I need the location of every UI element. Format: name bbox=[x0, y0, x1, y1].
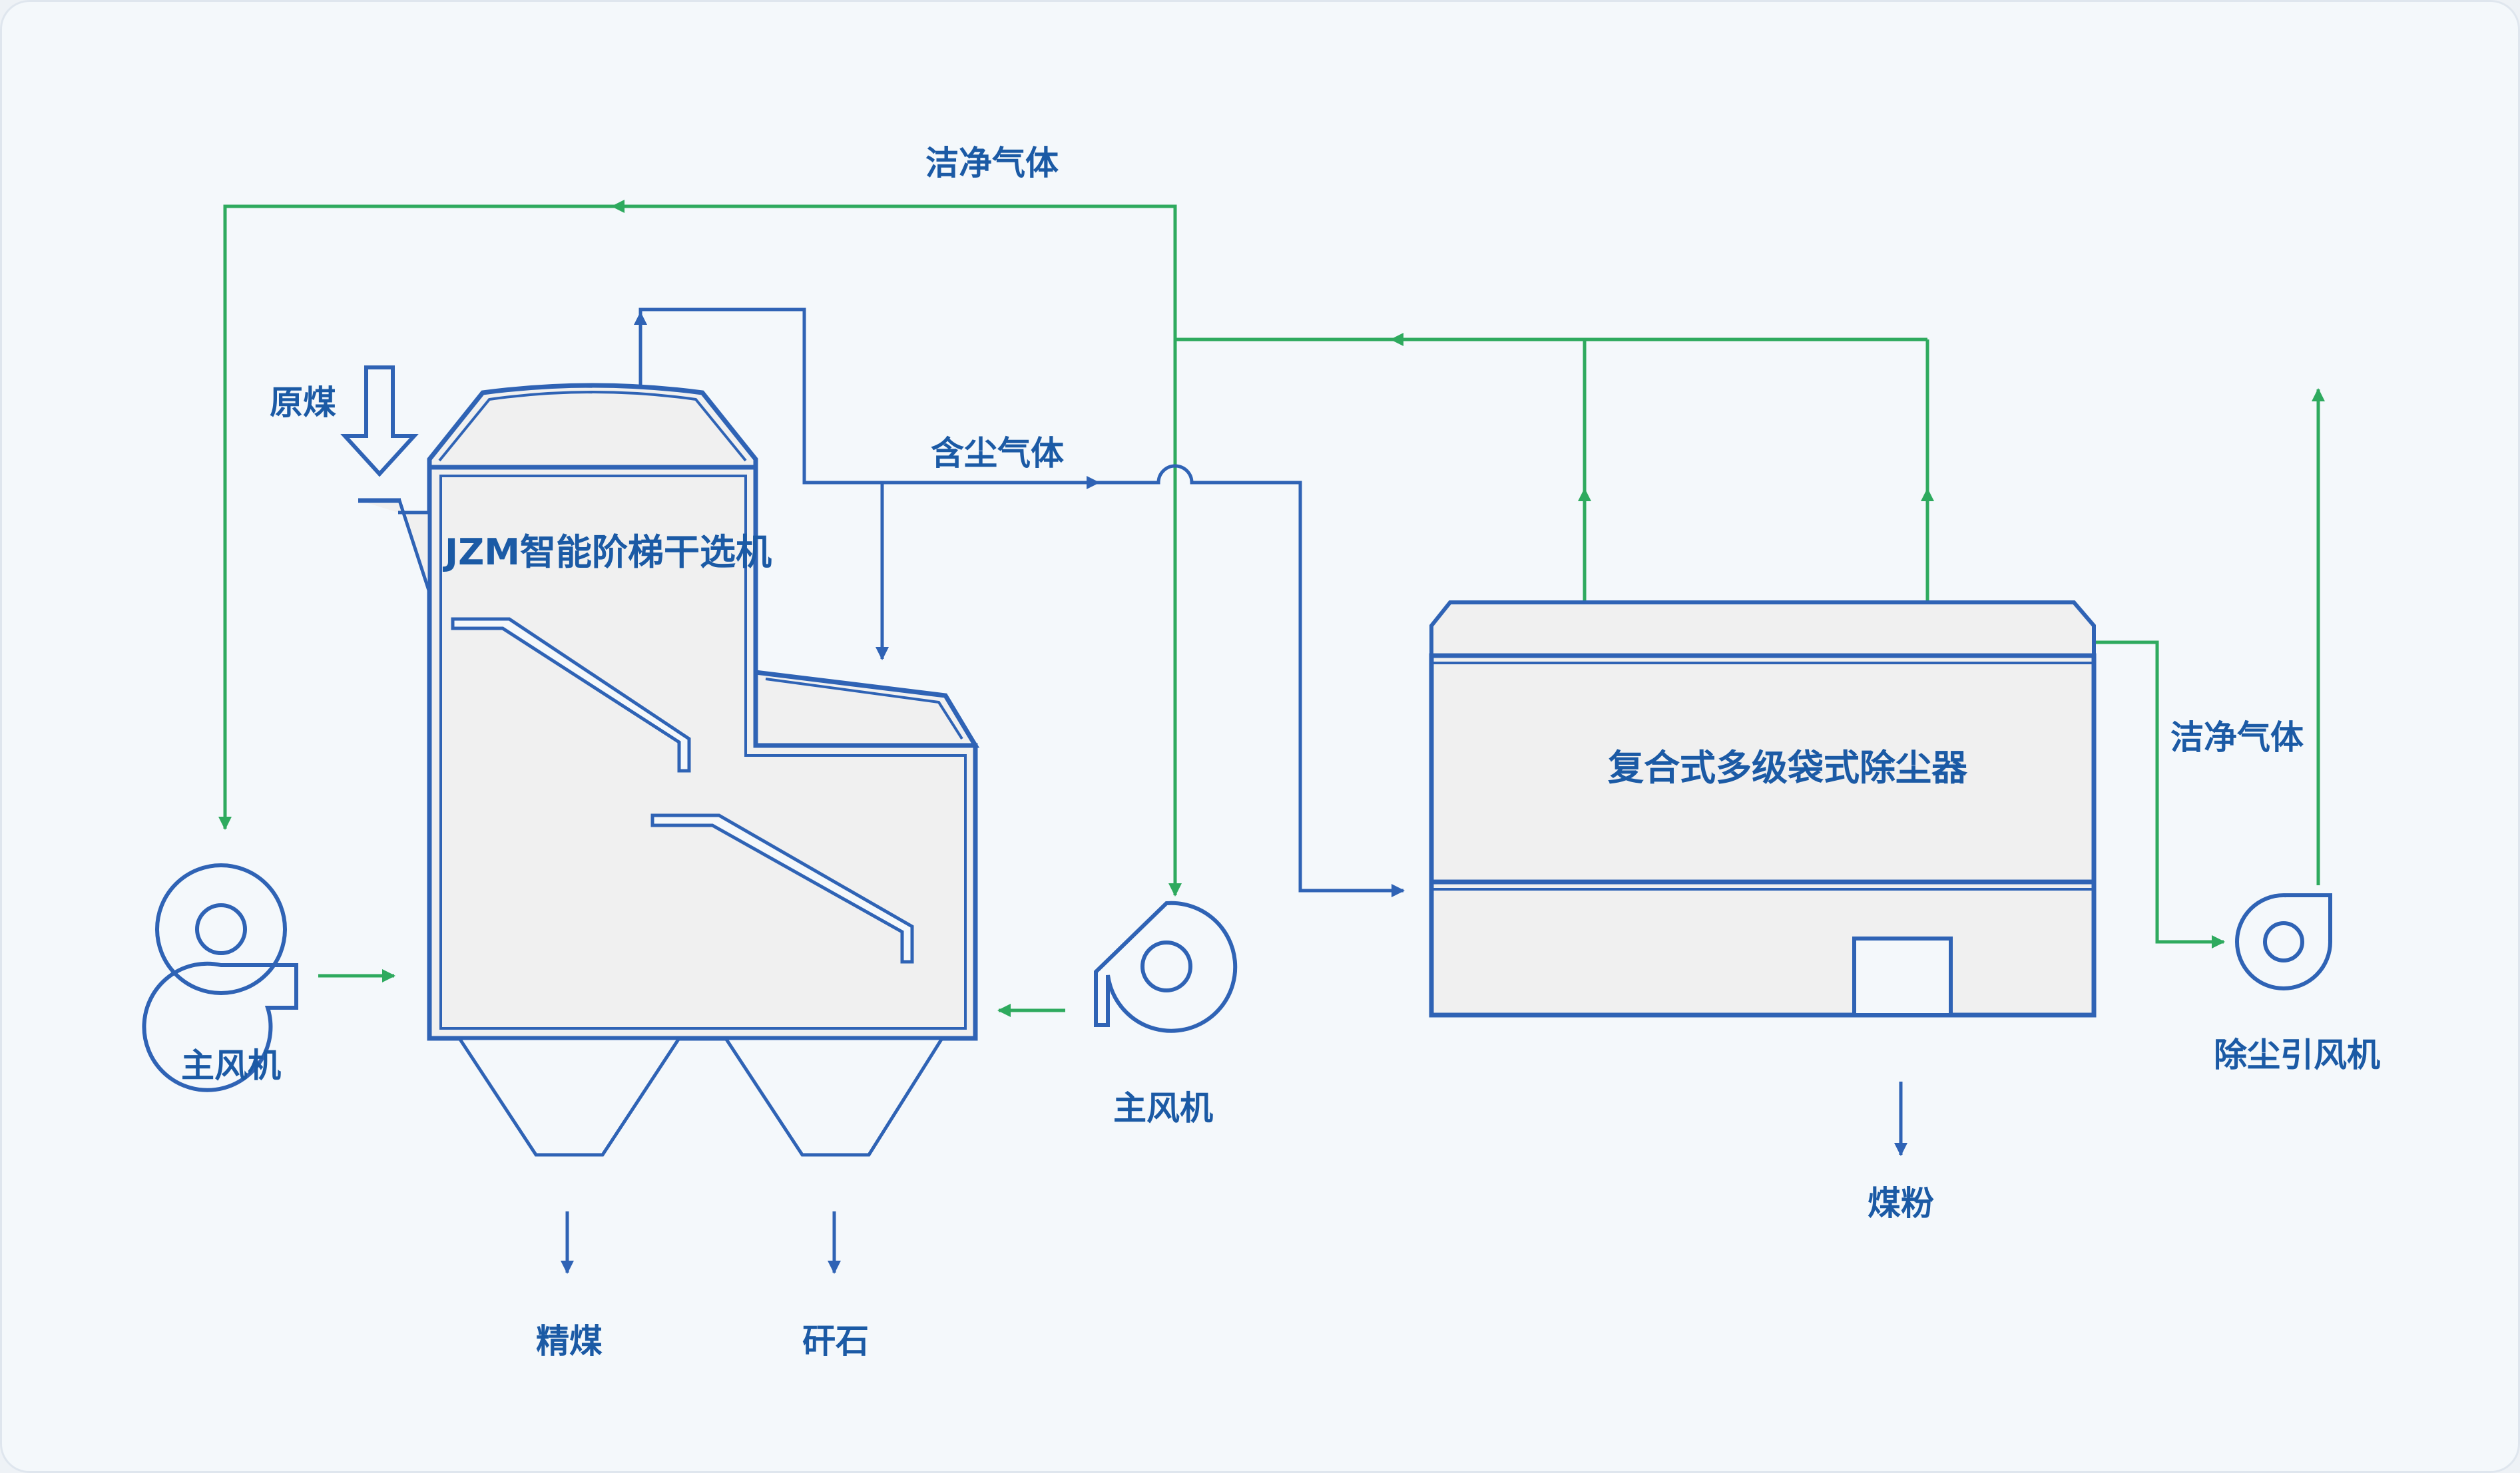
dry-separator bbox=[358, 383, 980, 1157]
collector-top bbox=[1429, 600, 2096, 658]
separator-step-hood bbox=[753, 670, 980, 748]
label-raw-coal: 原煤 bbox=[270, 383, 336, 422]
label-dusty-gas: 含尘气体 bbox=[931, 434, 1064, 473]
collector-lower-chamber bbox=[1429, 879, 2097, 1018]
clean-gas-lines bbox=[218, 200, 2325, 1017]
dusty-gas-lines bbox=[561, 308, 1907, 1274]
separator-roof bbox=[427, 383, 758, 470]
label-main-fan-left: 主风机 bbox=[181, 1046, 281, 1085]
label-gangue: 矸石 bbox=[802, 1322, 869, 1361]
label-dust-collector: 复合式多级袋式除尘器 bbox=[1608, 747, 1968, 789]
main-fan-left-icon bbox=[142, 863, 298, 1092]
label-clean-gas-right: 洁净气体 bbox=[2170, 718, 2304, 757]
label-main-fan-mid: 主风机 bbox=[1113, 1089, 1213, 1128]
labels: 洁净气体 原煤 含尘气体 JZM智能阶梯干选机 主风机 主风机 精煤 矸石 复合… bbox=[181, 144, 2380, 1361]
dust-collector bbox=[1429, 600, 2097, 1018]
collector-discharge-door bbox=[1852, 937, 1953, 1017]
raw-coal-feed-arrow bbox=[340, 365, 419, 477]
main-fan-mid-icon bbox=[1094, 901, 1238, 1033]
label-dry-separator: JZM智能阶梯干选机 bbox=[442, 531, 772, 573]
hopper-gangue bbox=[722, 1036, 945, 1157]
label-coal-powder: 煤粉 bbox=[1868, 1184, 1934, 1223]
clean-gas-to-induced-fan bbox=[2094, 640, 2225, 948]
label-clean-gas-top: 洁净气体 bbox=[925, 144, 1059, 182]
collector-upper-chamber bbox=[1429, 653, 2097, 885]
feed-chute bbox=[360, 499, 431, 593]
deflector-plate-lower bbox=[650, 813, 914, 964]
deflector-plate-upper bbox=[451, 617, 691, 773]
label-clean-coal: 精煤 bbox=[536, 1322, 603, 1361]
clean-gas-return-line bbox=[218, 204, 1177, 830]
hopper-clean-coal bbox=[456, 1036, 682, 1157]
separator-top-outlet bbox=[638, 308, 1405, 897]
label-induced-fan: 除尘引风机 bbox=[2214, 1036, 2380, 1074]
induced-fan-icon bbox=[2235, 893, 2332, 990]
